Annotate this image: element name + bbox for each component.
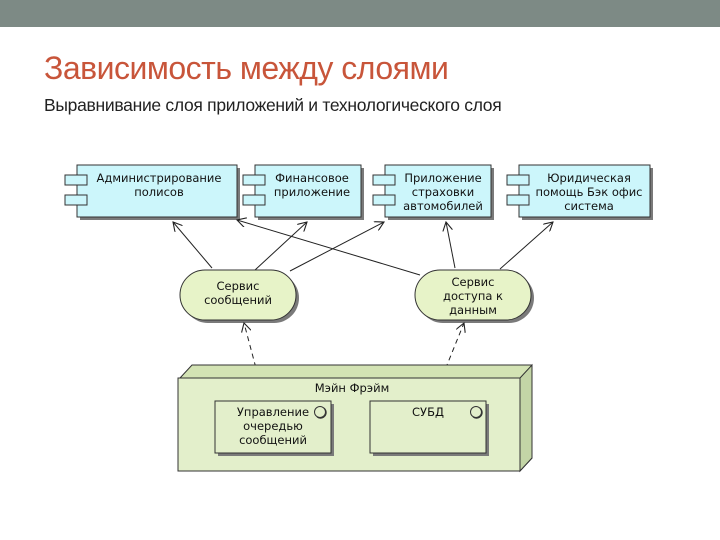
component-port-icon xyxy=(372,194,396,206)
usage-arrow xyxy=(237,220,421,276)
usage-relations xyxy=(173,220,553,276)
application-component-policy-admin[interactable]: Администрирование полисов xyxy=(64,164,240,220)
application-label: Приложение xyxy=(404,171,481,185)
application-label: полисов xyxy=(134,185,184,199)
component-port-icon xyxy=(242,194,266,206)
slide-subtitle: Выравнивание слоя приложений и технологи… xyxy=(44,95,502,115)
usage-arrow xyxy=(446,222,456,269)
node-3d-right xyxy=(519,363,533,473)
component-label: СУБД xyxy=(412,405,444,419)
slide-title: Зависимость между слоями xyxy=(44,50,449,86)
application-component-legal-backoffice[interactable]: Юридическая помощь Бэк офис система xyxy=(506,164,653,220)
application-label: Юридическая xyxy=(547,171,631,185)
component-port-icon xyxy=(372,174,396,186)
component-label: сообщений xyxy=(239,433,307,447)
component-port-icon xyxy=(506,194,530,206)
application-label: Администрирование xyxy=(97,171,222,185)
service-label: сообщений xyxy=(204,293,272,307)
usage-arrow xyxy=(173,222,213,269)
usage-arrow xyxy=(254,222,307,271)
usage-arrow xyxy=(499,222,553,270)
node-3d-top xyxy=(178,364,533,379)
service-label: данным xyxy=(449,303,497,317)
service-label: Сервис xyxy=(217,279,260,293)
service-data-access[interactable]: Сервис доступа к данным xyxy=(414,269,534,323)
application-label: страховки xyxy=(412,185,474,199)
application-label: помощь Бэк офис xyxy=(536,185,643,199)
component-port-icon xyxy=(242,174,266,186)
component-label: очередью xyxy=(243,419,303,433)
service-messaging[interactable]: Сервис сообщений xyxy=(179,269,299,323)
node-label: Мэйн Фрэйм xyxy=(315,381,390,395)
service-label: доступа к xyxy=(443,289,503,303)
application-label: система xyxy=(564,199,614,213)
top-bar xyxy=(0,0,720,27)
service-label: Сервис xyxy=(452,275,495,289)
application-label: Финансовое xyxy=(275,171,349,185)
application-label: автомобилей xyxy=(403,199,483,213)
component-label: Управление xyxy=(237,405,309,419)
application-component-car-insurance[interactable]: Приложение страховки автомобилей xyxy=(372,164,494,220)
component-port-icon xyxy=(64,194,88,206)
system-software-icon xyxy=(314,406,327,419)
system-software-dbms[interactable]: СУБД xyxy=(369,400,489,456)
application-component-financial[interactable]: Финансовое приложение xyxy=(242,164,364,220)
application-label: приложение xyxy=(274,185,350,199)
component-port-icon xyxy=(506,174,530,186)
system-software-icon xyxy=(470,406,483,419)
system-software-message-queue[interactable]: Управление очередью сообщений xyxy=(214,400,334,456)
component-port-icon xyxy=(64,174,88,186)
usage-arrow xyxy=(289,222,384,272)
